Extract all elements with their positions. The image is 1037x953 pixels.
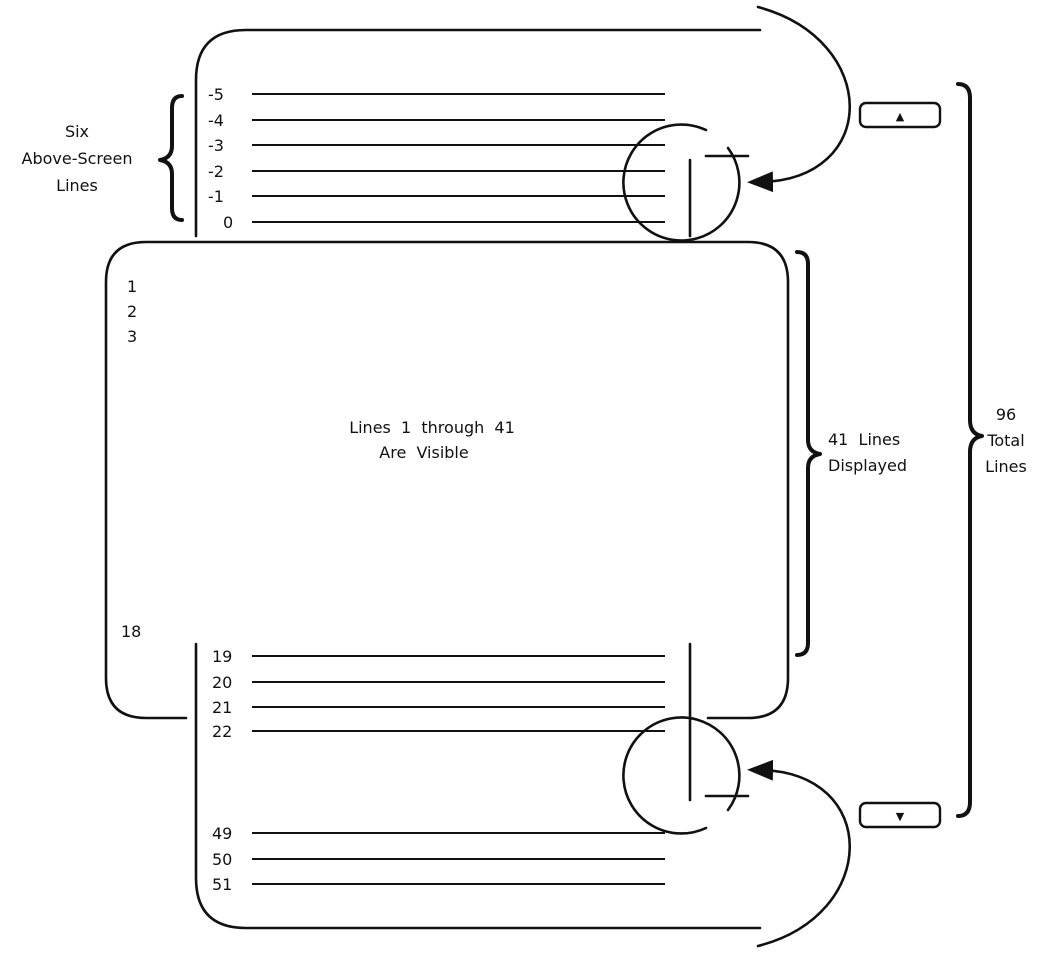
line-number: -3 — [208, 136, 224, 155]
screen-line-number: 2 — [127, 302, 137, 321]
scroll-up-button-frame[interactable] — [858, 101, 942, 129]
line-number: -4 — [208, 111, 224, 130]
displayed-label-line2: Displayed — [828, 456, 907, 475]
line-number: 21 — [212, 698, 232, 717]
above-screen-label-line2: Above-Screen — [22, 149, 133, 168]
displayed-lines-brace — [795, 250, 822, 657]
up-arrow-icon: ▲ — [896, 110, 905, 123]
down-arrow-icon: ▼ — [896, 810, 905, 823]
displayed-label-line1: 41 Lines — [828, 430, 900, 449]
line-number: -5 — [208, 85, 224, 104]
bottom-scroll-left-edge — [194, 642, 762, 930]
above-screen-brace — [158, 94, 184, 222]
line-number: 51 — [212, 875, 232, 894]
screen-outline-left — [104, 240, 790, 720]
screen-line-number: 3 — [127, 327, 137, 346]
screen-line-number: 1 — [127, 277, 137, 296]
screen-center-text-line1: Lines 1 through 41 — [349, 418, 515, 437]
screen-line-number: 18 — [121, 622, 141, 641]
top-roll-arrow — [747, 5, 852, 193]
line-number: -2 — [208, 162, 224, 181]
total-label-line1: 96 — [996, 405, 1016, 424]
scroll-up-button[interactable]: ▲ — [858, 101, 942, 129]
total-label-line2: Total — [986, 431, 1024, 450]
screen-frame: 1 2 3 18 Lines 1 through 41 Are Visible — [104, 240, 790, 720]
total-lines-brace — [956, 82, 984, 818]
line-number: 19 — [212, 647, 232, 666]
line-number: 50 — [212, 850, 232, 869]
bottom-roll-arrow — [747, 759, 852, 948]
scroll-down-button[interactable]: ▼ — [858, 801, 942, 829]
top-scroll: -5 -4 -3 -2 -1 0 — [194, 5, 852, 242]
line-number: 49 — [212, 824, 232, 843]
above-screen-label-line3: Lines — [56, 176, 98, 195]
total-label-line3: Lines — [985, 457, 1027, 476]
scroll-down-button-frame[interactable] — [858, 801, 942, 829]
line-number: 20 — [212, 673, 232, 692]
top-roll-curl — [622, 123, 741, 242]
top-scroll-outline — [194, 28, 762, 238]
above-screen-label-line1: Six — [65, 122, 89, 141]
line-number: 0 — [223, 213, 233, 232]
screen-center-text-line2: Are Visible — [379, 443, 468, 462]
line-number: 22 — [212, 722, 232, 741]
bottom-roll-curl — [622, 716, 741, 835]
bottom-scroll: 19 20 21 22 49 50 51 — [194, 642, 852, 948]
line-number: -1 — [208, 187, 224, 206]
